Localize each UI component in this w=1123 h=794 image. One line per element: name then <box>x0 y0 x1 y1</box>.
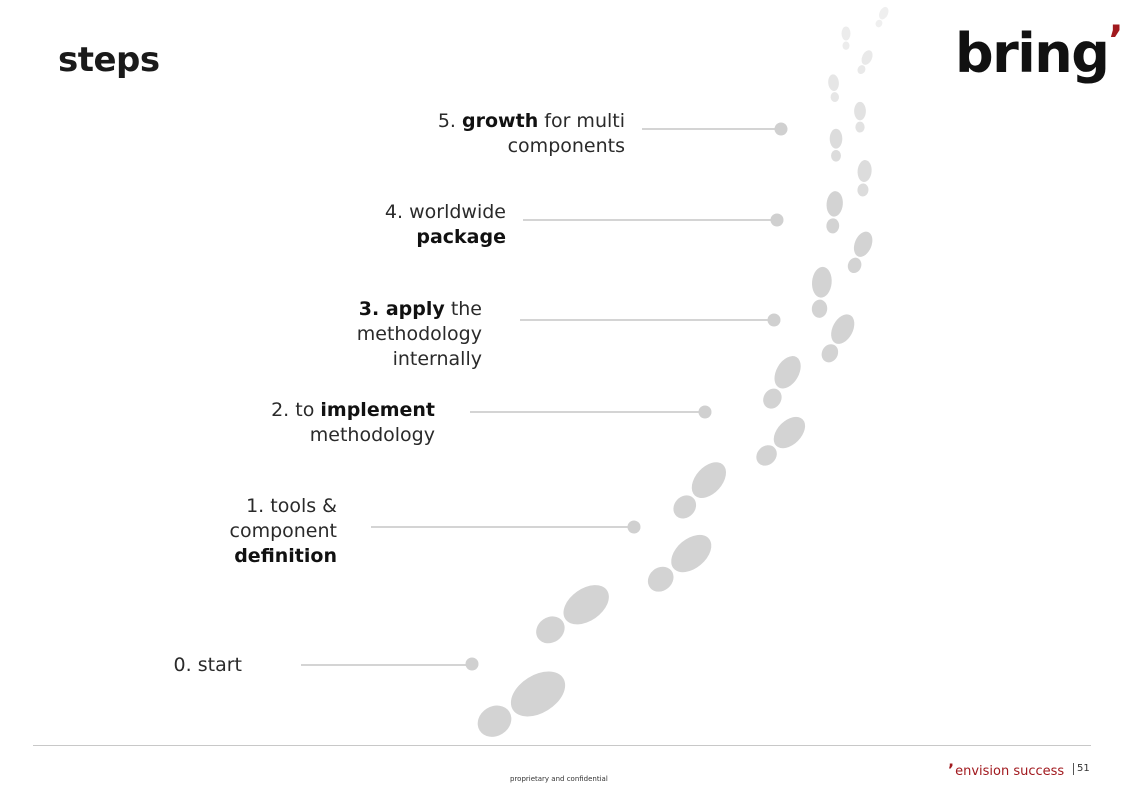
step-5-number: 5. <box>437 110 456 132</box>
logo-text: bring <box>955 22 1110 85</box>
confidential-notice: proprietary and confidential <box>510 775 608 783</box>
step-1-label: 1. tools & component definition <box>230 494 338 569</box>
step-1-number: 1. <box>246 495 265 517</box>
footprint <box>827 73 841 103</box>
step-2-number: 2. to <box>271 399 315 421</box>
step-3-line1: 3. apply the <box>357 297 482 322</box>
footprint <box>843 228 876 276</box>
footprint <box>750 410 812 472</box>
footprint <box>640 527 719 600</box>
logo-comma: ’ <box>1108 18 1123 64</box>
footprint <box>666 455 733 526</box>
step-1-bold: definition <box>234 545 337 567</box>
footprint <box>528 577 617 652</box>
step-5-line2: components <box>507 135 625 157</box>
connector-dot-5 <box>774 122 788 136</box>
connector-dot-0 <box>465 657 479 671</box>
footprint <box>829 128 843 162</box>
footprint <box>854 101 866 133</box>
connector-dot-2 <box>698 405 712 419</box>
step-2-bold: implement <box>320 399 435 421</box>
brand-text: envision success <box>955 764 1065 779</box>
footprint <box>855 159 873 198</box>
step-2-line1: 2. to implement <box>271 398 435 423</box>
step-2-label: 2. to implement methodology <box>271 398 435 448</box>
slide-title: steps <box>58 40 160 80</box>
step-5-bold: growth <box>462 110 539 132</box>
step-5-rest: for multi <box>544 110 625 132</box>
connector-lines <box>301 122 788 671</box>
step-0-number: 0. <box>173 654 192 676</box>
step-3-label: 3. apply the methodology internally <box>357 297 482 372</box>
footprint <box>816 310 860 367</box>
step-3-line3: internally <box>392 348 482 370</box>
footprint <box>469 662 574 747</box>
step-1-rest: tools & <box>270 495 337 517</box>
bring-logo: bring’ <box>955 18 1123 85</box>
step-2-line2: methodology <box>309 424 435 446</box>
step-4-label: 4. worldwide package <box>385 200 506 250</box>
footprint <box>757 351 807 414</box>
step-4-rest: worldwide <box>409 201 506 223</box>
step-4-bold: package <box>416 226 506 248</box>
envision-success-brand: ’envision success <box>948 760 1064 779</box>
step-1-line1: 1. tools & <box>230 494 337 519</box>
footprint <box>841 26 851 50</box>
step-3-rest: the <box>450 298 482 320</box>
step-1-line2: component <box>229 520 338 542</box>
footprint <box>873 5 891 29</box>
footer-divider <box>33 745 1091 746</box>
step-4-number: 4. <box>384 201 404 223</box>
step-5-line1: 5. growth for multi <box>438 109 625 134</box>
step-3-line2: methodology <box>356 323 482 345</box>
connector-dot-4 <box>770 213 784 227</box>
connector-dot-3 <box>767 313 781 327</box>
step-3-bold: 3. apply <box>358 298 445 320</box>
step-0-rest: start <box>197 654 242 676</box>
footprint <box>808 266 833 319</box>
step-0-line1: 0. start <box>174 653 242 678</box>
step-0-label: 0. start <box>174 653 242 678</box>
page-number: 51 <box>1073 763 1090 775</box>
footprint <box>824 190 844 235</box>
step-4-line1: 4. worldwide <box>385 200 506 225</box>
connector-dot-1 <box>627 520 641 534</box>
brand-mark: ’ <box>948 760 955 779</box>
footprint <box>855 48 875 76</box>
step-5-label: 5. growth for multi components <box>438 109 625 159</box>
